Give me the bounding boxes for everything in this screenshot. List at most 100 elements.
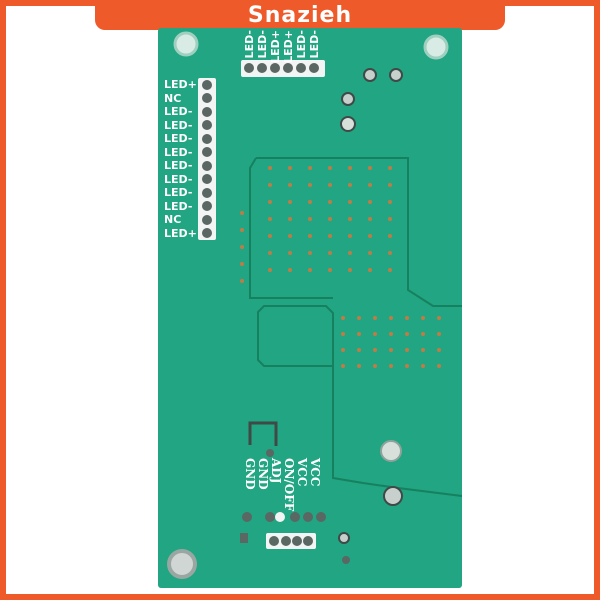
via-dot — [348, 234, 352, 238]
via-dot — [368, 217, 372, 221]
via-dot — [388, 251, 392, 255]
via-dot — [308, 166, 312, 170]
via-dot — [268, 166, 272, 170]
top-connector-pins — [241, 60, 325, 77]
via-dot — [328, 200, 332, 204]
via-dot — [328, 234, 332, 238]
via-dot — [368, 200, 372, 204]
via-dot — [348, 251, 352, 255]
bottom-connector-pins — [240, 512, 326, 549]
via-dot — [405, 316, 409, 320]
via-dot — [288, 183, 292, 187]
copper-outline-left — [249, 157, 333, 299]
copper-pad-region — [257, 305, 334, 367]
via-dot — [240, 228, 244, 232]
via-dot — [268, 217, 272, 221]
pin-label: LED- — [308, 30, 321, 59]
via-dot — [421, 332, 425, 336]
via-dot — [308, 268, 312, 272]
via-dot — [328, 251, 332, 255]
mounting-hole-bottom-left — [167, 549, 197, 579]
pin-label: VCC — [295, 458, 309, 487]
pin-label: LED+ — [282, 30, 295, 63]
via-dot — [389, 332, 393, 336]
pin-label: ON/OFF — [282, 458, 296, 512]
via-dot — [368, 234, 372, 238]
pin-label: NC — [164, 92, 182, 105]
via-dot — [348, 217, 352, 221]
pin-label: LED- — [243, 30, 256, 59]
mounting-hole-top-left — [173, 31, 199, 57]
via-dot — [437, 364, 441, 368]
via-dot — [421, 316, 425, 320]
pin-label: GND — [243, 458, 257, 490]
via-dot — [288, 200, 292, 204]
via-dot — [308, 251, 312, 255]
via-dot — [389, 364, 393, 368]
pin-label: NC — [164, 213, 182, 226]
pin-label: LED+ — [164, 78, 197, 91]
pin-label: LED- — [164, 200, 193, 213]
via-dot — [357, 364, 361, 368]
brand-banner: Snazieh — [95, 0, 505, 30]
via-dot — [368, 251, 372, 255]
via-dot — [405, 332, 409, 336]
via-dot — [348, 268, 352, 272]
pin-label: LED- — [164, 173, 193, 186]
via-dot — [437, 316, 441, 320]
via-dot — [240, 245, 244, 249]
via-dot — [288, 234, 292, 238]
mounting-hole-top-right — [423, 34, 449, 60]
via-dot — [348, 200, 352, 204]
via-dot — [437, 332, 441, 336]
via-dot — [357, 332, 361, 336]
copper-outline-lower — [332, 328, 462, 497]
via-dot — [288, 166, 292, 170]
via-dot — [341, 332, 345, 336]
pin-label: LED- — [164, 105, 193, 118]
board-artwork — [167, 31, 462, 579]
upper-component-pads — [340, 68, 403, 132]
pin-label: GND — [256, 458, 270, 490]
via-dot — [368, 268, 372, 272]
via-dot — [328, 166, 332, 170]
via-dot — [348, 183, 352, 187]
via-dot — [357, 316, 361, 320]
via-dot — [268, 268, 272, 272]
via-dot — [388, 234, 392, 238]
via-dot — [388, 166, 392, 170]
pin-label: LED+ — [269, 30, 282, 63]
via-dot — [389, 348, 393, 352]
via-dot — [240, 262, 244, 266]
via-dot — [268, 183, 272, 187]
pin-label: LED- — [256, 30, 269, 59]
via-dot — [388, 268, 392, 272]
via-dot — [328, 217, 332, 221]
via-dot — [421, 364, 425, 368]
via-dot — [388, 200, 392, 204]
via-dot — [308, 200, 312, 204]
via-dot — [373, 364, 377, 368]
via-dot — [405, 364, 409, 368]
via-dot — [288, 251, 292, 255]
via-dot — [368, 183, 372, 187]
via-dot — [368, 166, 372, 170]
via-dot — [373, 332, 377, 336]
copper-outline-upper — [256, 157, 462, 307]
via-dot — [268, 251, 272, 255]
via-dot — [288, 268, 292, 272]
lower-component-pads — [248, 421, 403, 564]
via-dot — [373, 316, 377, 320]
via-dot — [348, 166, 352, 170]
via-dot — [357, 348, 361, 352]
pin-label: LED- — [164, 119, 193, 132]
via-dot — [405, 348, 409, 352]
via-dot — [328, 268, 332, 272]
via-dot — [389, 316, 393, 320]
side-connector-pins — [198, 78, 216, 240]
pin-label: VCC — [308, 458, 322, 487]
via-dot — [341, 348, 345, 352]
pin-label: LED- — [164, 186, 193, 199]
via-dot — [240, 211, 244, 215]
via-grid — [240, 166, 441, 368]
